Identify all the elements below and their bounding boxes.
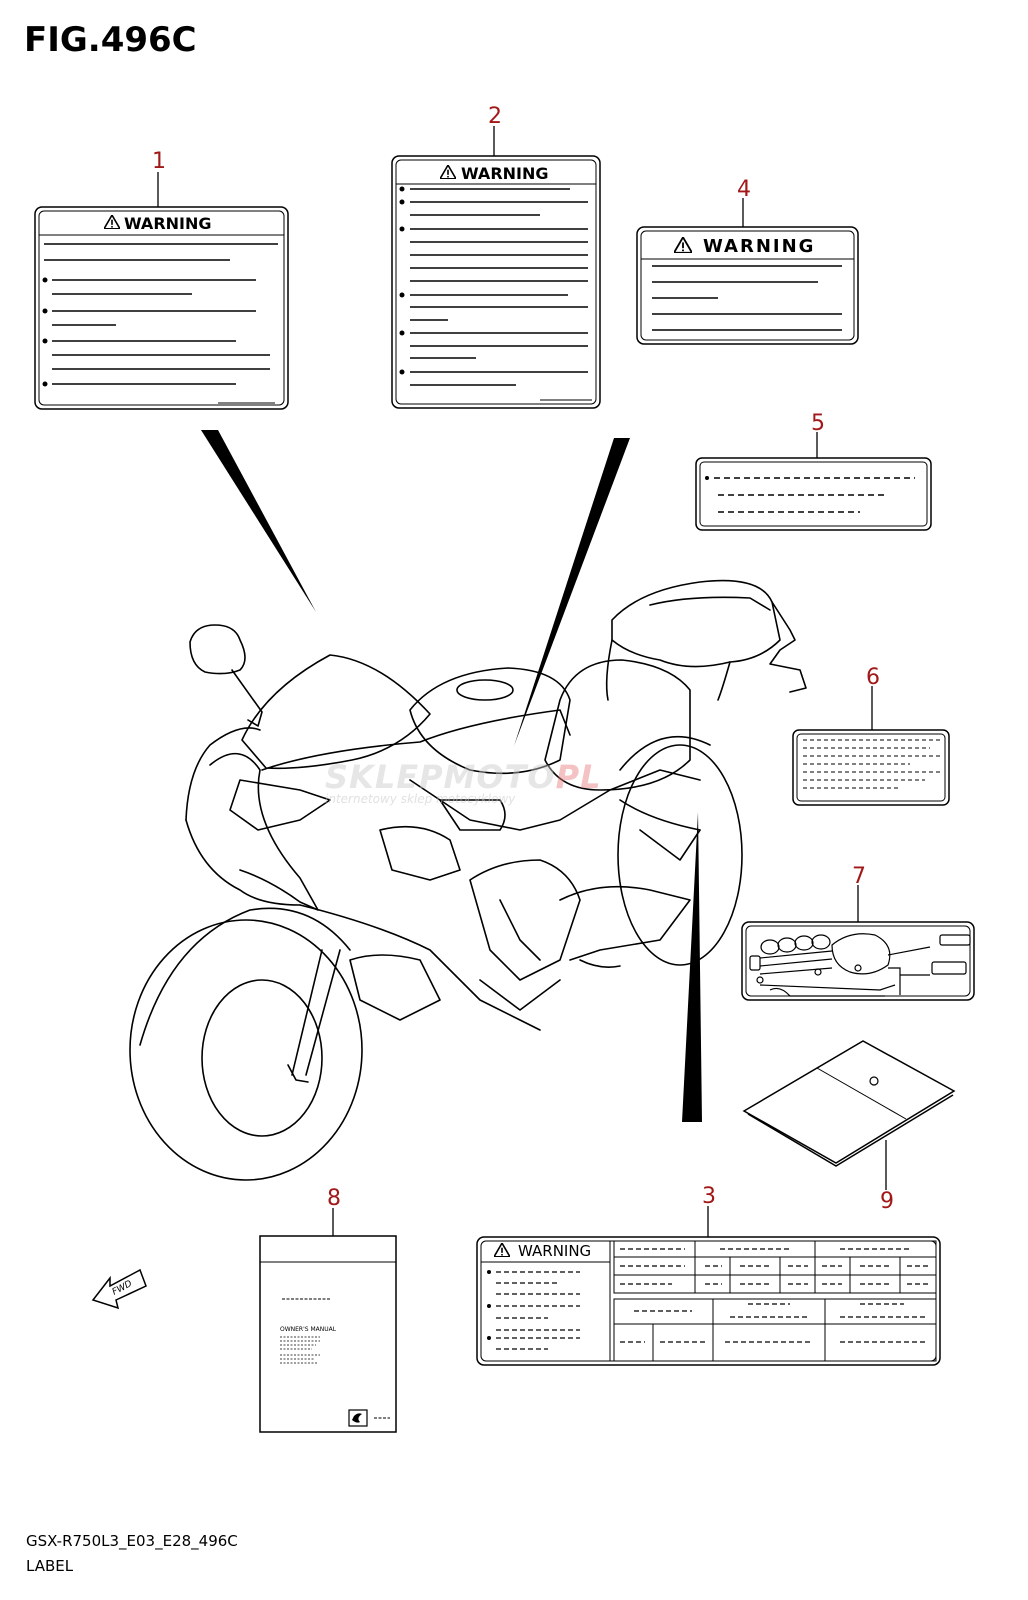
item-8-owners-manual — [259, 1235, 397, 1433]
label-5-plate — [695, 457, 932, 531]
diagram-code: GSX-R750L3_E03_E28_496C — [26, 1532, 238, 1550]
callout-8: 8 — [327, 1186, 341, 1211]
callout-3: 3 — [702, 1184, 716, 1209]
callout-6: 6 — [866, 665, 880, 690]
label-2-warning-icon — [440, 165, 456, 179]
callout-4: 4 — [737, 177, 751, 202]
label-2-warning — [391, 155, 601, 409]
motorcycle-illustration — [129, 579, 807, 1181]
callout-7: 7 — [852, 864, 866, 889]
label-1-warning-text: WARNING — [124, 214, 212, 233]
callout-leaders — [157, 126, 887, 1237]
watermark-part-c: PL — [555, 758, 602, 796]
manual-cover-text: OWNER'S MANUAL — [280, 1326, 337, 1333]
label-1-bullets — [42, 277, 48, 387]
watermark-logo: SKLEPMOTOPL — [325, 758, 601, 796]
fwd-arrow-icon — [91, 1268, 147, 1310]
label-3-warning-icon — [494, 1243, 510, 1257]
fwd-text: FWD — [111, 1279, 134, 1298]
label-3-bullets — [487, 1270, 491, 1340]
suzuki-logo-icon — [352, 1413, 362, 1423]
label-2-warning-text: WARNING — [461, 164, 549, 183]
figure-title: FIG.496C — [24, 20, 197, 60]
callout-1: 1 — [152, 149, 166, 174]
diagram-label: LABEL — [26, 1557, 74, 1575]
label-1-warning-icon — [104, 215, 120, 229]
label-4-warning — [636, 226, 859, 345]
label-5-bullet — [705, 476, 709, 480]
callout-2: 2 — [488, 104, 502, 129]
watermark-subtext: internetowy sklep motocyklowy — [325, 792, 516, 806]
callout-9: 9 — [880, 1189, 894, 1214]
label-6-plate — [792, 729, 950, 806]
watermark-part-a: SKLEP — [325, 758, 444, 796]
item-9-card — [742, 1040, 956, 1167]
label-7-vacuum-hose-plate — [741, 921, 975, 1001]
callout-5: 5 — [811, 411, 825, 436]
pointer-wedges — [201, 430, 702, 1122]
label-3-warning-tire-table — [476, 1236, 941, 1366]
label-3-warning-text: WARNING — [518, 1242, 591, 1260]
label-4-warning-icon — [674, 237, 692, 253]
label-4-warning-text: WARNING — [703, 236, 815, 257]
label-2-bullets — [399, 186, 405, 375]
watermark-part-b: MOTO — [443, 758, 556, 796]
label-1-warning — [34, 206, 289, 410]
